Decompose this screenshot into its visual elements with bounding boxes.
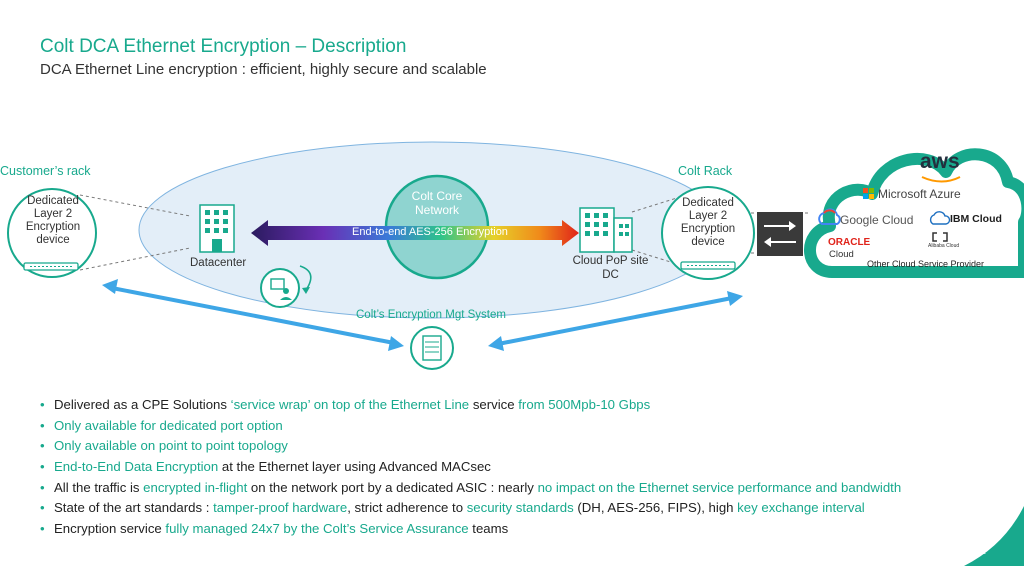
left-device-line: Layer 2 <box>33 208 73 220</box>
network-switch-icon <box>757 212 803 256</box>
aws-logo: aws <box>920 150 960 173</box>
curved-arrow <box>299 265 312 291</box>
mgt-system-label: Colt’s Encryption Mgt System <box>356 309 506 321</box>
datacenter-label: Datacenter <box>190 257 247 269</box>
bullet-item: Delivered as a CPE Solutions ‘service wr… <box>38 397 998 413</box>
azure-label: Microsoft Azure <box>878 187 961 201</box>
page-corner <box>964 506 1024 566</box>
bullet-highlight-text: ‘service wrap’ on top of the Ethernet Li… <box>230 397 470 412</box>
bullet-highlight-text: encrypted in-flight <box>143 479 248 495</box>
core-network-line: Network <box>414 203 459 217</box>
azure-logo-icon <box>863 188 874 199</box>
left-device-label: Dedicated Layer 2 Encryption device <box>14 195 92 247</box>
cloud-pop-line: Cloud PoP site <box>572 255 649 267</box>
bullet-highlight-text: Only available on point to point topolog… <box>54 438 288 454</box>
page-title: Colt DCA Ethernet Encryption – Descripti… <box>40 36 407 57</box>
bullet-item: Encryption service fully managed 24x7 by… <box>38 521 998 537</box>
bullet-highlight-text: End-to-End Data Encryption <box>54 459 219 475</box>
left-device-line: Dedicated <box>27 195 79 207</box>
left-device-line: Encryption <box>25 221 81 233</box>
bullet-highlight-text: key exchange interval <box>737 500 865 516</box>
google-cloud-logo-icon <box>818 208 841 225</box>
alibaba-label: Alibaba Cloud <box>928 243 960 249</box>
bullet-text: Delivered as a CPE Solutions <box>54 397 231 412</box>
ibm-cloud-logo-icon <box>929 211 951 225</box>
left-device-circle <box>7 188 97 278</box>
google-cloud-label: Google Cloud <box>840 213 914 227</box>
cloud-pop-building-icon <box>579 207 633 253</box>
left-device-line: device <box>36 234 70 246</box>
bullet-highlight-text: fully managed 24x7 by the Colt’s Service… <box>165 521 469 537</box>
bullet-text: (DH, AES-256, FIPS), high <box>573 500 738 516</box>
cloud-pop-label: Cloud PoP site DC <box>563 254 658 282</box>
ibm-cloud-label: IBM Cloud <box>950 213 1002 225</box>
right-device-line: Dedicated <box>682 197 734 209</box>
bullet-text: All the traffic is <box>54 479 144 495</box>
bullet-highlight-text: Only available for dedicated port option <box>54 417 283 433</box>
bullet-list: Delivered as a CPE Solutions ‘service wr… <box>38 397 998 542</box>
bullet-text: Encryption service <box>54 521 166 537</box>
oracle-label: ORACLE <box>828 237 871 248</box>
encryption-arrow <box>251 220 579 246</box>
right-device-line: Encryption <box>680 223 736 235</box>
management-server-icon <box>410 326 454 370</box>
bullet-item: Only available for dedicated port option <box>38 418 998 434</box>
bullet-text: State of the art standards : <box>54 500 214 516</box>
bullet-text: service <box>469 397 519 412</box>
other-csp-label: Other Cloud Service Provider <box>867 259 985 269</box>
customer-rack-label: Customer’s rack <box>0 164 91 178</box>
oracle-cloud-label: Cloud <box>829 249 854 260</box>
bullet-item: All the traffic is encrypted in-flight o… <box>38 480 998 496</box>
aws-smile-icon <box>921 176 961 183</box>
bullet-highlight-text: no impact on the Ethernet service perfor… <box>537 479 902 495</box>
right-device-label: Dedicated Layer 2 Encryption device <box>669 197 747 249</box>
cloud-shape <box>804 148 1024 278</box>
bullet-item: State of the art standards : tamper-proo… <box>38 500 998 516</box>
page-subtitle: DCA Ethernet Line encryption : efficient… <box>40 61 487 78</box>
colt-rack-label: Colt Rack <box>678 164 733 178</box>
bullet-highlight-text: tamper-proof hardware <box>213 500 348 516</box>
bullet-item: End-to-End Data Encryption at the Ethern… <box>38 459 998 475</box>
bullet-highlight-text: from 500Mpb-10 Gbps <box>518 397 651 412</box>
core-network-line: Colt Core <box>411 189 463 203</box>
bullet-text: on the network port by a dedicated ASIC … <box>247 479 538 495</box>
bullet-item: Only available on point to point topolog… <box>38 438 998 454</box>
bullet-highlight-text: security standards <box>466 500 574 516</box>
encryption-bar-label: End-to-end AES-256 Encryption <box>352 226 508 238</box>
alibaba-logo-icon <box>932 232 948 242</box>
page-number: 12 <box>978 549 986 556</box>
cloud-pop-line: DC <box>602 269 619 281</box>
datacenter-building-icon <box>199 204 235 253</box>
bullet-text: at the Ethernet layer using Advanced MAC… <box>218 459 491 475</box>
right-device-line: device <box>691 236 725 248</box>
right-device-line: Layer 2 <box>688 210 728 222</box>
right-device-circle <box>661 186 755 280</box>
bullet-text: , strict adherence to <box>347 500 467 516</box>
bullet-text: teams <box>468 521 509 537</box>
admin-user-icon <box>260 268 300 308</box>
core-network-label: Colt Core Network <box>392 189 482 217</box>
blue-double-arrows <box>102 279 743 351</box>
